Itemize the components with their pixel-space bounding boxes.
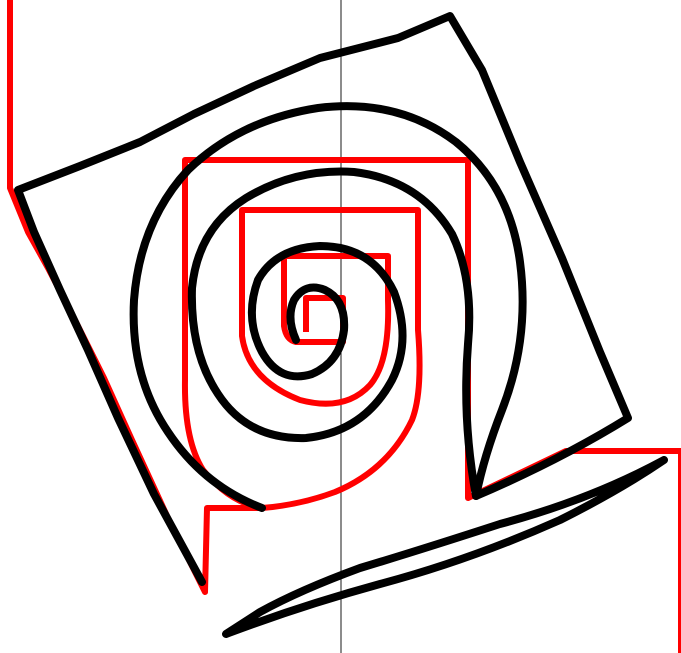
black-spiral-tail [129, 102, 668, 638]
red-outer-square [181, 157, 681, 653]
black-hand-drawn-spiral [14, 12, 632, 586]
red-square-spiral [7, 0, 423, 595]
